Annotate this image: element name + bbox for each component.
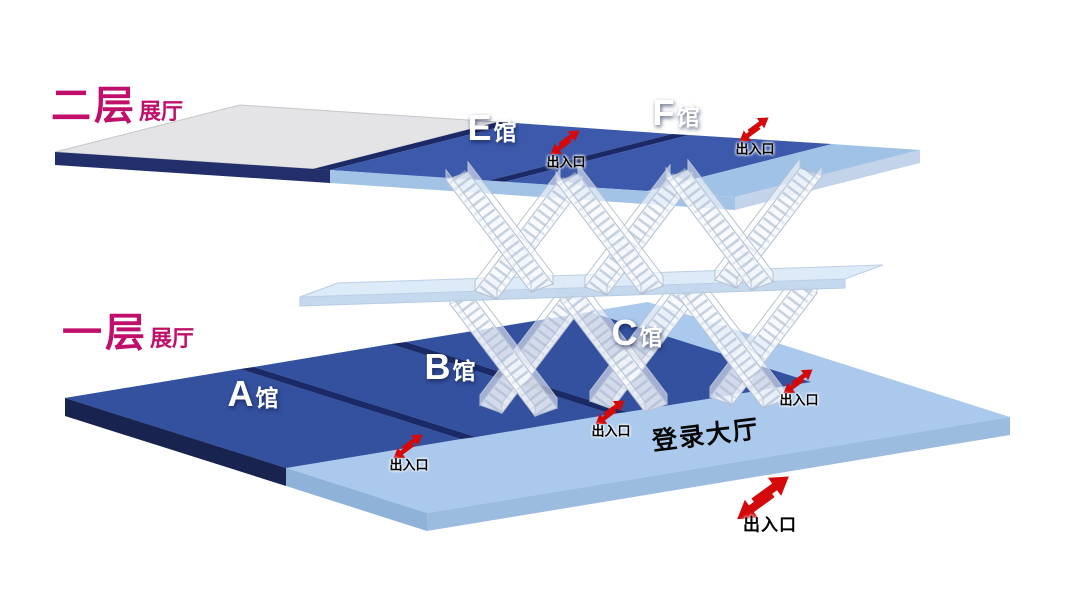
hall-e-region xyxy=(330,123,672,181)
hall-b-letter: B xyxy=(424,346,451,387)
hall-divider-gray-e xyxy=(313,122,515,170)
hall-divider-a-b xyxy=(240,367,476,439)
exit-label-hall-a: 出入口 xyxy=(389,457,429,473)
hall-a-region xyxy=(65,369,461,468)
second-floor-slab xyxy=(54,104,920,210)
hall-f-letter: F xyxy=(652,92,675,133)
exit-label-hall-b: 出入口 xyxy=(591,423,631,439)
hall-divider-e-f xyxy=(487,134,689,182)
hall-a-suffix: 馆 xyxy=(255,385,279,411)
hall-e-letter: E xyxy=(467,107,492,148)
hall-a-label: A馆 xyxy=(228,376,279,412)
floor1-suffix: 展厅 xyxy=(149,326,195,351)
floor1-left-edge-dark xyxy=(65,398,286,486)
floor1-name: 一层 xyxy=(61,311,148,355)
floor2-name: 二层 xyxy=(50,84,137,128)
floor2-front-edge-dark xyxy=(55,152,330,183)
hall-e-label: E馆 xyxy=(467,110,516,146)
hall-b-suffix: 馆 xyxy=(452,358,476,384)
exit-label-hall-c: 出入口 xyxy=(779,392,819,408)
hall-b-region xyxy=(254,344,612,437)
hall-e-suffix: 馆 xyxy=(493,119,517,145)
floor2-label: 二层展厅 xyxy=(51,86,183,126)
floor1-left-edge-light xyxy=(286,468,427,531)
hall-a-letter: A xyxy=(227,373,254,414)
floor1-front-edge xyxy=(427,417,1010,531)
hall-c-label: C馆 xyxy=(612,315,663,351)
hall-f-suffix: 馆 xyxy=(676,104,700,130)
floor2-front-edge-light xyxy=(330,170,735,210)
floor2-suffix: 展厅 xyxy=(138,99,184,124)
hall-c-letter: C xyxy=(611,312,638,353)
exit-label-hall-e: 出入口 xyxy=(546,154,586,170)
floor1-label: 一层展厅 xyxy=(62,313,194,353)
floor2-light-end xyxy=(647,144,920,197)
hall-b-label: B馆 xyxy=(425,349,476,385)
hall-f-label: F馆 xyxy=(653,95,700,131)
exit-label-hall-f: 出入口 xyxy=(735,141,775,157)
exit-label-main: 出入口 xyxy=(743,515,797,535)
hall-c-suffix: 馆 xyxy=(639,324,663,350)
